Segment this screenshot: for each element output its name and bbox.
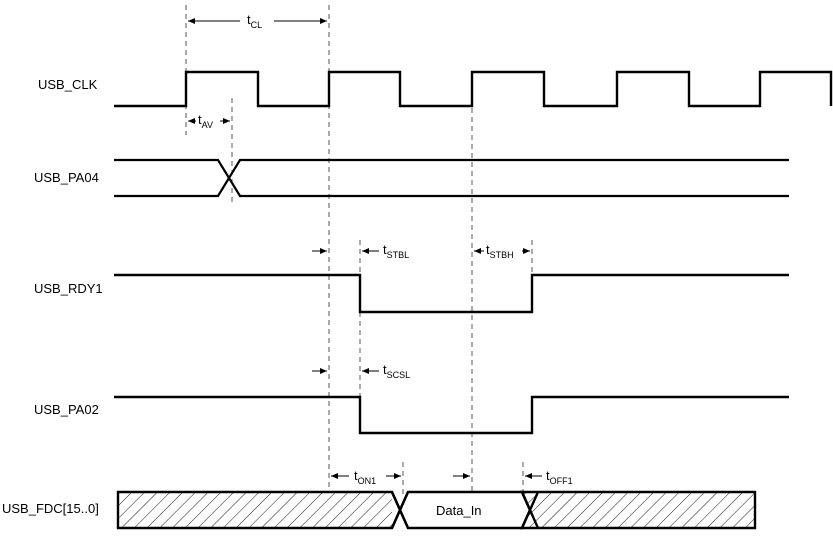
signal-label-usb-rdy1: USB_RDY1 (34, 281, 103, 296)
ton1-label: tON1 (354, 468, 376, 486)
tscsl-label: tSCSL (383, 362, 410, 380)
timing-annotations: tCL tAV tSTBL tSTBH tSCSL tON1 tOFF1 (188, 12, 573, 486)
signal-label-usb-pa02: USB_PA02 (34, 402, 99, 417)
bus-data-in-label: Data_In (436, 503, 482, 518)
signal-label-usb-clk: USB_CLK (38, 77, 98, 92)
signal-labels: USB_CLK USB_PA04 USB_RDY1 USB_PA02 USB_F… (2, 77, 103, 516)
usb-fdc-bus: Data_In (116, 490, 757, 530)
toff1-label: tOFF1 (546, 468, 573, 486)
signal-label-usb-fdc: USB_FDC[15..0] (2, 501, 99, 516)
signal-label-usb-pa04: USB_PA04 (34, 170, 99, 185)
usb-clk-waveform (114, 70, 833, 108)
bus-undefined-right (520, 490, 757, 530)
tav-label: tAV (198, 112, 213, 130)
bus-undefined-left (116, 490, 402, 530)
tstbl-label: tSTBL (383, 242, 409, 260)
usb-pa04-waveform (114, 158, 789, 198)
tstbh-label: tSTBH (486, 242, 514, 260)
usb-pa02-waveform (114, 395, 789, 435)
usb-rdy1-waveform (114, 273, 789, 314)
tcl-label: tCL (247, 12, 262, 30)
